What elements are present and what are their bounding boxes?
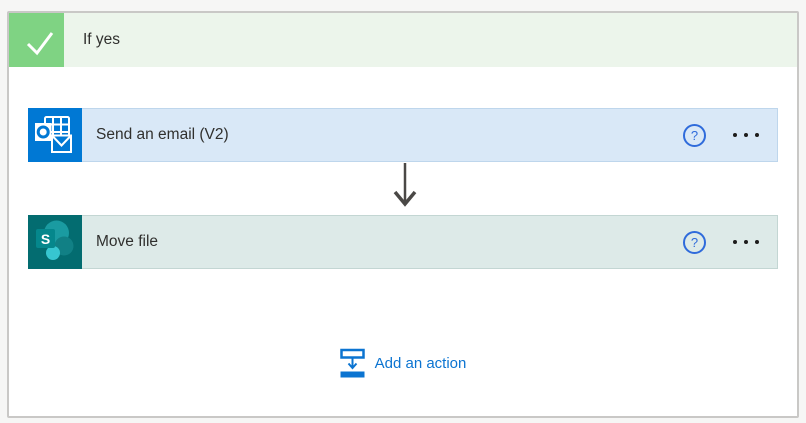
ellipsis-menu-icon[interactable]	[731, 127, 761, 143]
action-card-send-email[interactable]: Send an email (V2) ?	[28, 108, 778, 162]
card-controls: ?	[683, 230, 761, 254]
add-action-label: Add an action	[374, 354, 467, 372]
card-controls: ?	[683, 123, 761, 147]
check-icon	[9, 13, 64, 67]
arrow-down-icon	[392, 162, 418, 219]
condition-branch-panel: If yes Send an email (V2) ?	[7, 11, 799, 418]
help-icon[interactable]: ?	[683, 123, 706, 147]
action-title: Send an email (V2)	[96, 126, 229, 143]
sharepoint-icon: S	[28, 215, 82, 269]
action-title: Move file	[96, 233, 159, 250]
sharepoint-letter: S	[41, 231, 50, 247]
help-icon[interactable]: ?	[683, 230, 706, 254]
action-card-move-file[interactable]: S Move file ?	[28, 215, 778, 269]
ellipsis-menu-icon[interactable]	[731, 234, 761, 250]
branch-title: If yes	[83, 31, 121, 48]
branch-header-if-yes[interactable]: If yes	[9, 13, 797, 67]
add-action-icon	[339, 348, 365, 378]
action-card-bar: Move file ?	[82, 215, 778, 269]
outlook-icon	[28, 108, 82, 162]
add-action-button[interactable]: Add an action	[9, 347, 797, 379]
action-card-bar: Send an email (V2) ?	[82, 108, 778, 162]
